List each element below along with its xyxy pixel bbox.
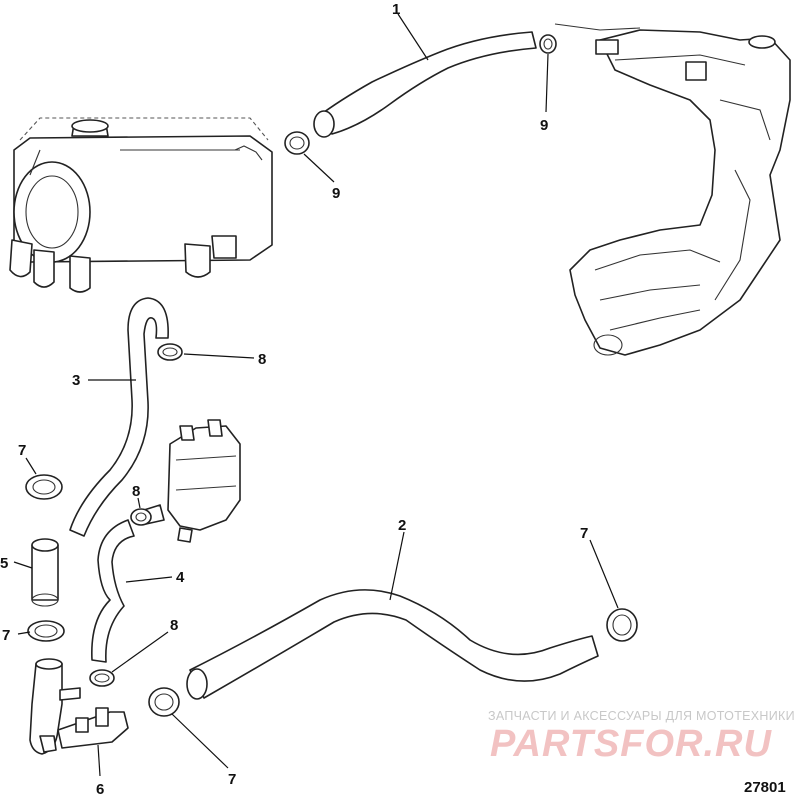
callout-8-lower: 8 — [170, 617, 178, 634]
callout-5: 5 — [0, 555, 8, 572]
hose-1 — [313, 31, 537, 138]
watermark: ЗАПЧАСТИ И АКСЕССУАРЫ ДЛЯ МОТОТЕХНИКИ PA… — [488, 709, 795, 765]
clamp-7-right — [606, 608, 638, 642]
callout-3: 3 — [72, 372, 80, 389]
callout-8-upper: 8 — [258, 351, 266, 368]
fitting-6 — [29, 658, 129, 755]
clamp-7-left-lower — [27, 620, 65, 642]
callout-labels: 1 2 3 4 5 6 7 7 7 7 8 8 8 9 9 — [0, 1, 588, 798]
hose-2 — [186, 589, 599, 700]
callout-7-left-lower: 7 — [2, 627, 10, 644]
hose-4 — [91, 519, 135, 663]
hose-3 — [69, 297, 169, 537]
callout-7-right: 7 — [580, 525, 588, 542]
watermark-caption: ЗАПЧАСТИ И АКСЕССУАРЫ ДЛЯ МОТОТЕХНИКИ — [488, 709, 795, 723]
sleeve-5 — [31, 538, 59, 607]
callout-7-bottom: 7 — [228, 771, 236, 788]
callout-4: 4 — [176, 569, 185, 586]
clamp-8-middle — [130, 508, 152, 526]
callout-2: 2 — [398, 517, 406, 534]
heat-exchanger — [9, 117, 273, 293]
engine-manifold-assembly — [554, 23, 791, 356]
callout-9-upper: 9 — [540, 117, 548, 134]
clamp-8-upper — [157, 343, 183, 361]
clamp-9-upper — [539, 34, 557, 54]
callout-1: 1 — [392, 1, 400, 18]
clamp-8-lower — [89, 669, 115, 687]
callout-8-middle: 8 — [132, 483, 140, 500]
clamp-9-lower — [284, 131, 310, 155]
leader-lines — [13, 13, 619, 777]
callout-7-left-upper: 7 — [18, 442, 26, 459]
callout-6: 6 — [96, 781, 104, 798]
thermostat-valve-housing — [143, 419, 241, 543]
clamp-7-left-upper — [25, 474, 63, 500]
clamp-7-bottom — [148, 687, 180, 717]
callout-9-lower: 9 — [332, 185, 340, 202]
figure-number: 27801 — [744, 779, 786, 796]
watermark-logo: PARTSFOR.RU — [490, 723, 772, 765]
